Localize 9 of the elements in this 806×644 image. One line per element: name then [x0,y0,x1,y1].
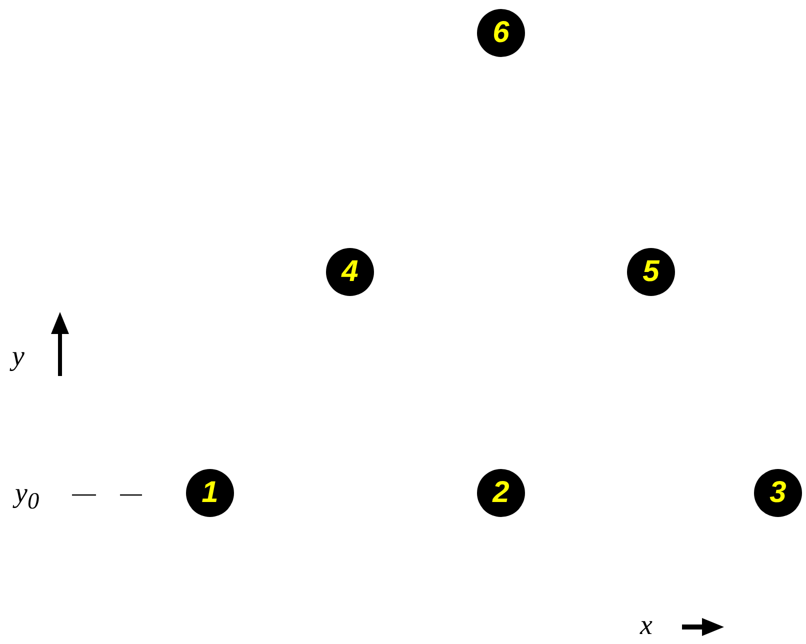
numbered-circle: 3 [754,469,802,517]
axis-label: y$_{0}$ [15,480,40,514]
numbered-circle: 5 [627,248,675,296]
axis-label: x [640,612,652,640]
numbered-circle: 1 [186,469,234,517]
numbered-circle: 6 [477,9,525,57]
numbered-circle: 4 [326,248,374,296]
axis-label: y [12,343,24,371]
numbered-circle: 2 [477,469,525,517]
